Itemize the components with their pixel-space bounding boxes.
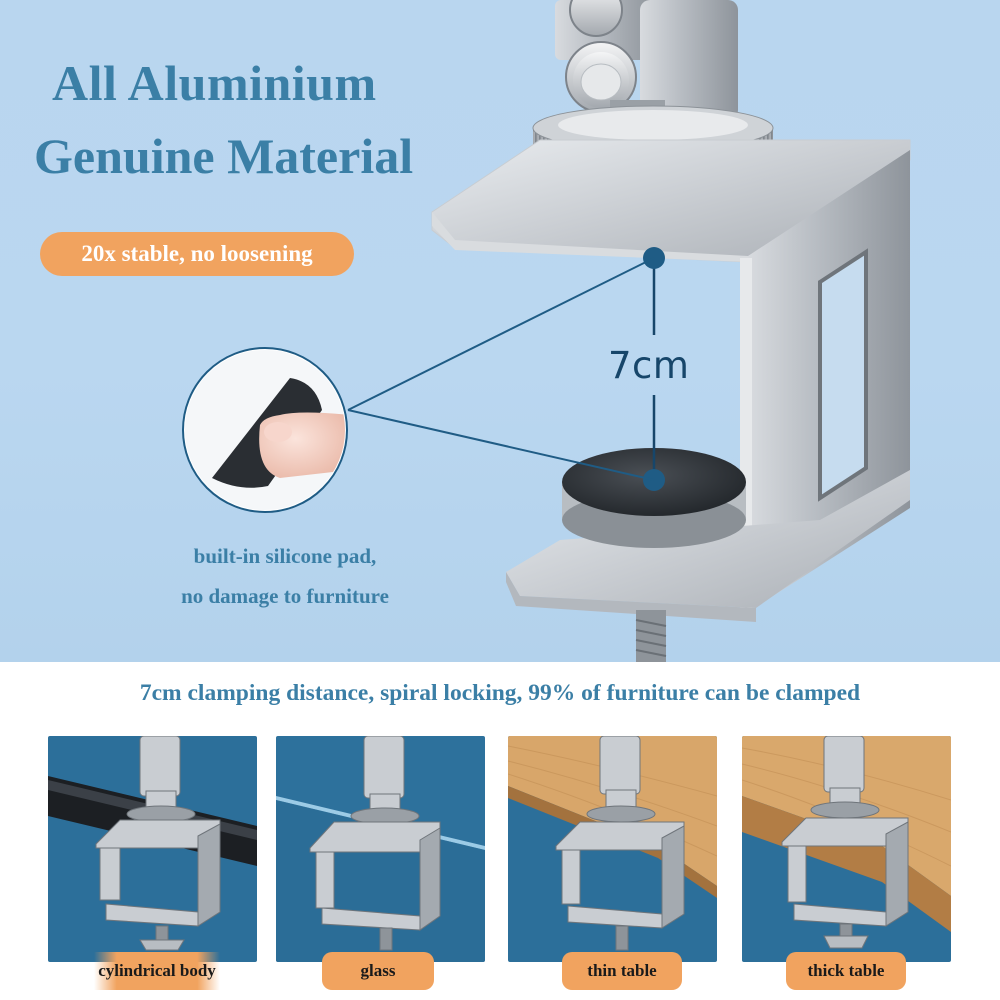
pad-caption-line-1: built-in silicone pad, [193,544,377,568]
thin-table-clamp-scene [508,736,717,962]
use-case-card-glass [276,736,485,962]
label-glass: glass [322,952,434,990]
clamp-product-illustration [182,0,911,662]
clamping-headline: 7cm clamping distance, spiral locking, 9… [139,680,861,706]
callout-lines [347,257,655,481]
use-case-card-thin-table [508,736,717,962]
clamp-opening-label: 7cm [608,344,690,387]
headline-line-2: Genuine Material [34,128,414,184]
use-case-card-cylindrical [48,736,257,962]
headline-line-1: All Aluminium [52,55,377,111]
headline: All Aluminium Genuine Material [34,55,413,181]
label-cylindrical-body-text: cylindrical body [94,952,220,990]
cylindrical-clamp-scene [48,736,257,962]
glass-clamp-scene [276,736,485,962]
label-thin-table: thin table [562,952,682,990]
c-clamp-bracket [431,139,911,662]
silicone-pad-caption: built-in silicone pad, no damage to furn… [120,536,450,616]
label-cylindrical-body: cylindrical body [68,952,246,990]
stability-badge: 20x stable, no loosening [40,232,354,276]
hero-section: All Aluminium Genuine Material 20x stabl… [0,0,1000,662]
use-case-card-thick-table [742,736,951,962]
silicone-pad-zoom [182,347,348,513]
label-thick-table: thick table [786,952,906,990]
thick-table-clamp-scene [742,736,951,962]
pad-caption-line-2: no damage to furniture [181,584,389,608]
